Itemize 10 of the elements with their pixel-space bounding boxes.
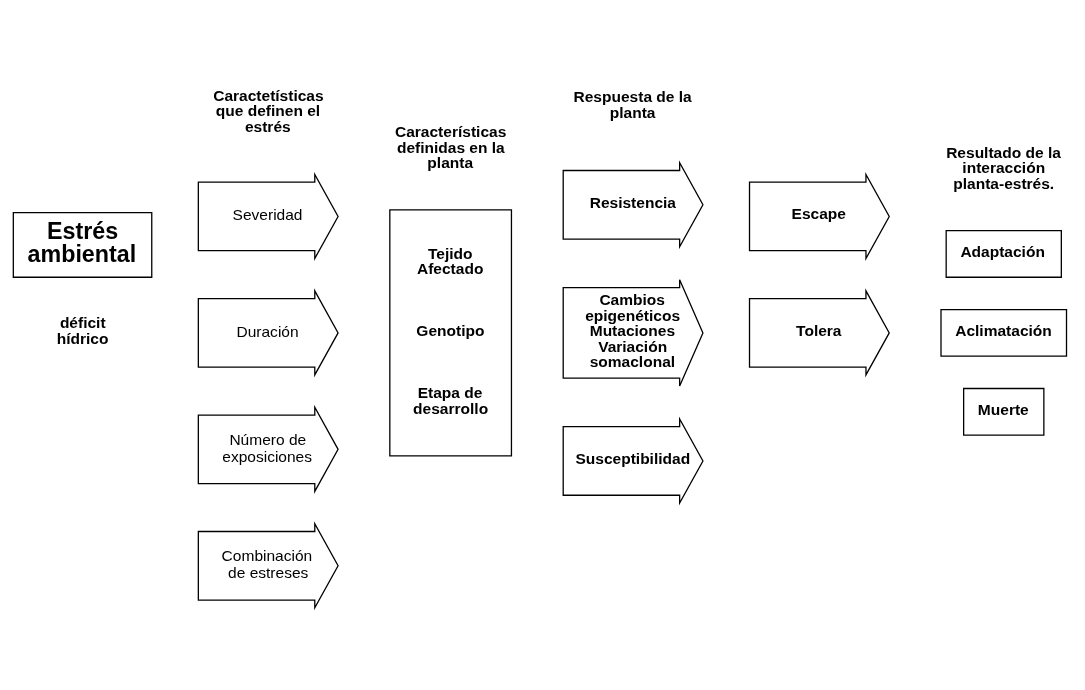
label: Caractetísticas que definen el estrés [213,86,324,135]
label: Características definidas en la planta [395,122,507,171]
label: Resultado de la interacción planta-estrés. [946,143,1061,192]
node-box: Estrés ambiental [12,211,153,278]
node-box: Aclimatación [940,308,1068,357]
node-box: Adaptación [945,229,1062,278]
node-box: Tejido Afectado Genotipo Etapa de desarrollo [389,208,513,456]
label: Respuesta de la planta [573,87,692,121]
node-box: Muerte [963,387,1045,436]
node-label: déficit hídrico [56,313,109,347]
